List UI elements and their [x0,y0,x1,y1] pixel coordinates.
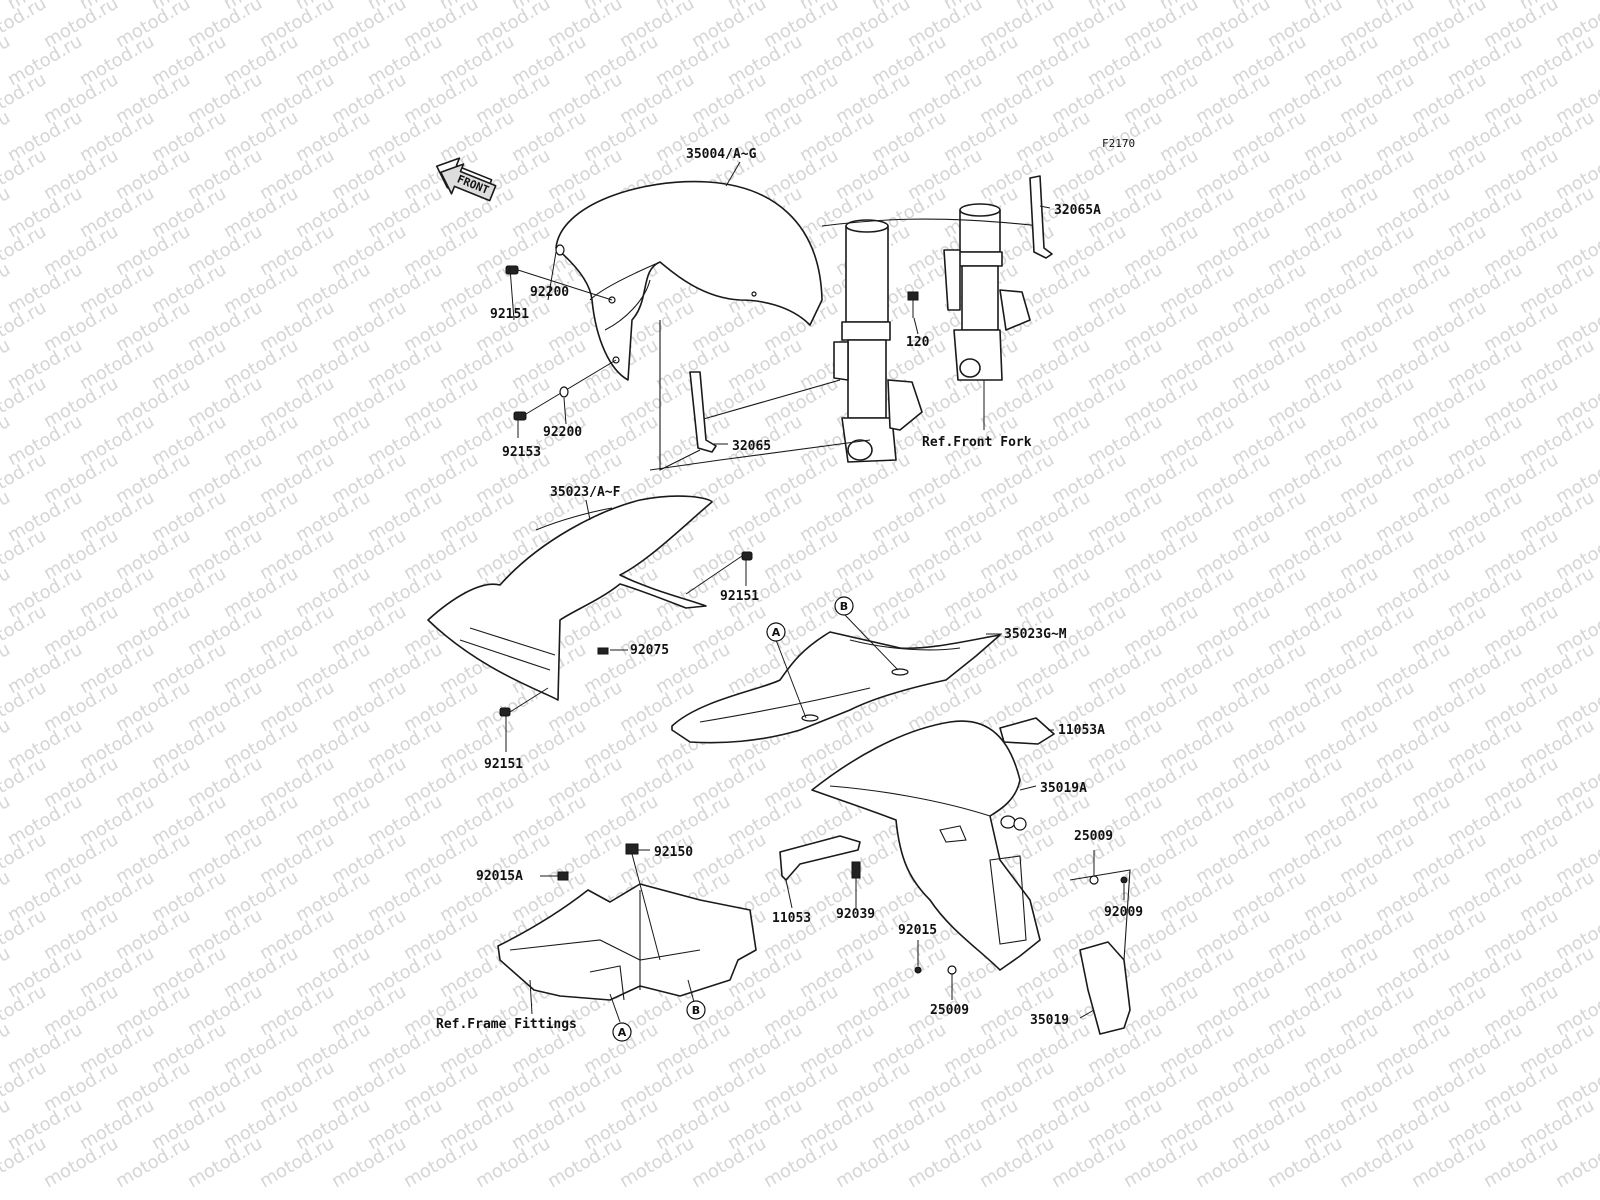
rear-undercover [671,631,1001,744]
washer-92200-top [555,244,565,256]
front-fork-right [943,203,1031,381]
front-fender-group [505,175,1053,471]
label-92200-bottom: 92200 [543,425,582,440]
rear-undercover-group [671,631,1001,744]
watermark-text: motod.ru [1552,1133,1600,1192]
label-25009-top: 25009 [1074,829,1113,844]
label-35023G: 35023G~M [1004,627,1067,642]
ref-marker-b-bottom: B [686,1000,706,1020]
svg-text:B: B [692,1004,700,1017]
bracket-32065 [689,371,717,453]
label-32065: 32065 [732,439,771,454]
front-arrow-icon: FRONT [435,157,497,202]
label-ref-front-fork: Ref.Front Fork [922,435,1032,450]
bolt-92150 [625,843,639,855]
label-92039: 92039 [836,907,875,922]
label-92075: 92075 [630,643,669,658]
washer-25009-bottom [947,965,957,975]
label-25009-bottom: 25009 [930,1003,969,1018]
screw-92151-cover-bottom [499,707,511,717]
figure-code: F2170 [1102,137,1135,150]
washer-92200-bottom [559,386,569,398]
ref-marker-a-bottom: A [612,1022,632,1042]
label-92015A: 92015A [476,869,523,884]
label-92200-top: 92200 [530,285,569,300]
label-92151-top: 92151 [490,307,529,322]
bolt-120 [907,291,919,318]
label-35019A: 35019A [1040,781,1087,796]
label-120: 120 [906,335,930,350]
bracket-32065A [1029,175,1053,259]
label-92153: 92153 [502,445,541,460]
nut-92015A [557,871,569,881]
screw-92153 [513,359,617,421]
under-tray-group [497,843,757,1001]
clip-92075 [597,647,609,655]
label-92151-cover-right: 92151 [720,589,759,604]
label-11053: 11053 [772,911,811,926]
label-92151-cover-bottom: 92151 [484,757,523,772]
reference-markers: A B A B [612,596,854,1042]
mud-flap-35019 [1079,941,1131,1035]
screw-92151-cover-right [741,551,753,561]
rear-fender-35019A [811,720,1041,971]
front-fender [555,180,823,381]
label-ref-frame-fittings: Ref.Frame Fittings [436,1017,577,1032]
svg-text:A: A [772,626,781,639]
bracket-11053A [999,717,1055,745]
washer-25009-top [1089,875,1099,885]
under-tray [497,883,757,1001]
label-35019: 35019 [1030,1013,1069,1028]
nut-92015 [914,966,922,974]
label-92150: 92150 [654,845,693,860]
front-cover [427,495,713,701]
label-32065A: 32065A [1054,203,1101,218]
rear-fender-group [779,717,1131,1035]
ref-marker-b-top: B [834,596,854,616]
clip-92039 [851,861,861,879]
screw-92151-top [505,265,613,301]
stay-11053 [779,835,861,881]
ref-marker-a-top: A [766,622,786,642]
label-35023: 35023/A~F [550,485,621,500]
part-labels: 35004/A~G 32065A 92200 92151 120 92200 9… [436,147,1143,1032]
label-92009: 92009 [1104,905,1143,920]
label-92015: 92015 [898,923,937,938]
svg-text:B: B [840,600,848,613]
front-cover-group [427,495,753,717]
label-35004: 35004/A~G [686,147,757,162]
label-11053A: 11053A [1058,723,1105,738]
nut-92009 [1120,876,1128,884]
front-fork-left [833,219,923,463]
leader-lines [505,161,1125,1023]
svg-text:A: A [618,1026,627,1039]
